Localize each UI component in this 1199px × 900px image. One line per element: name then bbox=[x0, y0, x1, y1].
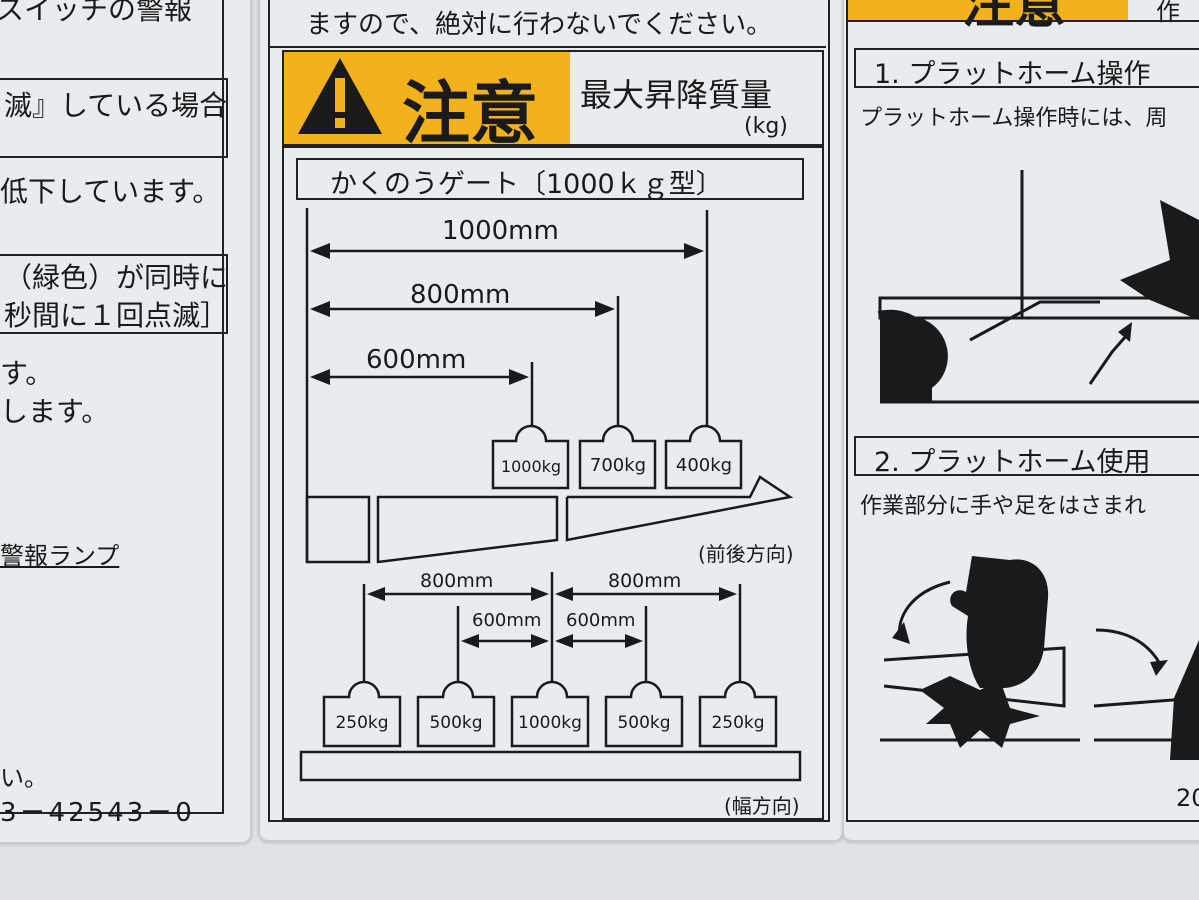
left-boxed-text2a: （緑色）が同時に bbox=[4, 261, 229, 294]
section1-title: 1. プラットホーム操作 bbox=[874, 59, 1151, 90]
caution-word: 注意 bbox=[402, 75, 539, 154]
left-boxed-line1 bbox=[0, 78, 228, 158]
center-top-line-rule bbox=[270, 46, 826, 48]
section1-text: プラットホーム操作時には、周 bbox=[860, 106, 1168, 131]
left-sticker bbox=[0, 0, 252, 844]
right-caution-rule bbox=[848, 20, 1199, 22]
left-label-frame bbox=[0, 0, 224, 814]
dim-800mm-left: 800mm bbox=[420, 570, 494, 592]
gate-title: かくのうゲート〔1000ｋｇ型〕 bbox=[330, 169, 723, 200]
direction-width: (幅方向) bbox=[724, 794, 800, 818]
dim-800mm: 800mm bbox=[410, 280, 511, 310]
right-caution-fragment: 注意 bbox=[962, 0, 1067, 35]
caution-title: 最大昇降質量 bbox=[580, 76, 773, 114]
left-boxed-line2 bbox=[0, 254, 228, 334]
right-caution-yellow bbox=[848, 0, 1128, 20]
weight-1000kg-center: 1000kg bbox=[518, 713, 582, 733]
dim-600mm-left: 600mm bbox=[472, 610, 542, 631]
section2-text: 作業部分に手や足をはさまれ bbox=[860, 494, 1147, 519]
center-outer-frame bbox=[268, 0, 830, 822]
left-line-i: い。 bbox=[0, 764, 48, 792]
caution-unit: (kg) bbox=[744, 114, 788, 139]
left-line-su: す。 bbox=[0, 357, 54, 390]
section2-title-box bbox=[854, 436, 1199, 476]
left-line-low: 低下しています。 bbox=[0, 175, 221, 208]
dim-800mm-right: 800mm bbox=[608, 570, 682, 592]
weight-250kg-right: 250kg bbox=[711, 713, 765, 733]
weight-400kg-fr: 400kg bbox=[675, 455, 733, 476]
gate-title-box bbox=[296, 158, 804, 200]
weight-1000kg-fr: 1000kg bbox=[500, 457, 562, 476]
dim-600mm-right: 600mm bbox=[566, 610, 636, 631]
left-boxed-text1: 滅』している場合 bbox=[4, 89, 228, 122]
weight-500kg-right: 500kg bbox=[617, 713, 671, 733]
left-line-shimasu: します。 bbox=[0, 395, 110, 428]
section2-title: 2. プラットホーム使用 bbox=[874, 447, 1151, 478]
left-lamp-label: 警報ランプ bbox=[0, 542, 120, 570]
weight-700kg-fr: 700kg bbox=[589, 455, 647, 476]
dim-600mm: 600mm bbox=[366, 345, 467, 375]
diagram-frame bbox=[282, 146, 824, 820]
caution-header-frame bbox=[282, 50, 824, 146]
weight-500kg-left: 500kg bbox=[429, 713, 483, 733]
right-top-right: 作 bbox=[1156, 0, 1180, 26]
weight-250kg-left: 250kg bbox=[335, 713, 389, 733]
dim-1000mm: 1000mm bbox=[442, 216, 559, 246]
section1-title-box bbox=[854, 48, 1199, 88]
left-boxed-text2b: 秒間に１回点滅］ bbox=[4, 299, 229, 332]
center-top-line: ますので、絶対に行わないでください。 bbox=[306, 10, 773, 40]
right-outer-frame bbox=[846, 0, 1199, 822]
left-part-number: 3－42543－0 bbox=[0, 798, 195, 828]
left-top-heading: スイッチの警報 bbox=[0, 0, 193, 26]
direction-front-rear: (前後方向) bbox=[698, 542, 794, 566]
right-bottom-code: 20 bbox=[1176, 784, 1199, 812]
